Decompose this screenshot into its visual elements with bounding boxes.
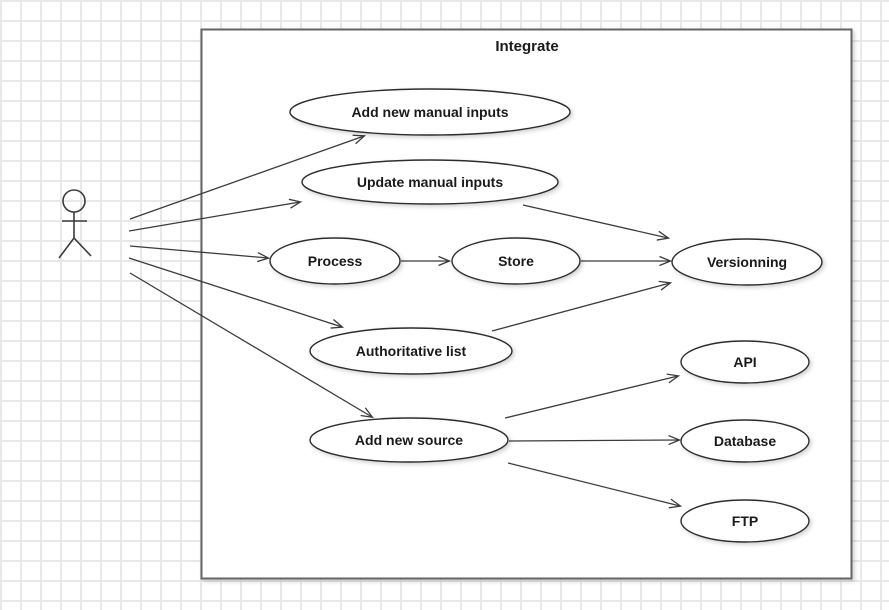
usecase-label: Process — [308, 253, 363, 269]
usecase-update-manual-inputs[interactable]: Update manual inputs — [301, 159, 559, 205]
edge-add-new-source-to-api[interactable] — [504, 373, 681, 419]
usecase-versionning[interactable]: Versionning — [671, 238, 823, 286]
actor-stick-figure-icon[interactable] — [58, 189, 92, 259]
usecase-api[interactable]: API — [680, 340, 810, 384]
edge-add-new-source-to-database[interactable] — [508, 434, 682, 446]
usecase-label: Versionning — [707, 254, 787, 270]
edge-actor-to-add-new-manual-inputs[interactable] — [129, 134, 367, 220]
usecase-label: Add new source — [355, 432, 463, 448]
edge-actor-to-process[interactable] — [129, 245, 271, 263]
usecase-authoritative-list[interactable]: Authoritative list — [309, 327, 513, 375]
edge-actor-to-update-manual-inputs[interactable] — [128, 198, 303, 232]
edge-add-new-source-to-ftp[interactable] — [507, 462, 683, 509]
usecase-add-new-source[interactable]: Add new source — [309, 417, 509, 463]
usecase-label: Store — [498, 253, 534, 269]
edge-actor-to-authoritative-list[interactable] — [128, 257, 345, 329]
usecase-label: Add new manual inputs — [351, 104, 508, 120]
usecase-label: Update manual inputs — [357, 174, 503, 190]
usecase-label: API — [733, 354, 756, 370]
usecase-label: Authoritative list — [356, 343, 467, 359]
usecase-label: Database — [714, 433, 776, 449]
usecase-process[interactable]: Process — [269, 237, 401, 285]
edge-update-manual-inputs-to-versionning[interactable] — [522, 204, 671, 241]
usecase-ftp[interactable]: FTP — [680, 499, 810, 543]
usecase-add-new-manual-inputs[interactable]: Add new manual inputs — [289, 88, 571, 136]
usecase-store[interactable]: Store — [451, 237, 581, 285]
usecase-database[interactable]: Database — [680, 419, 810, 463]
edge-actor-to-add-new-source[interactable] — [129, 272, 374, 419]
system-boundary-title: Integrate — [495, 38, 558, 55]
edge-authoritative-list-to-versionning[interactable] — [491, 280, 673, 332]
usecase-label: FTP — [732, 513, 758, 529]
